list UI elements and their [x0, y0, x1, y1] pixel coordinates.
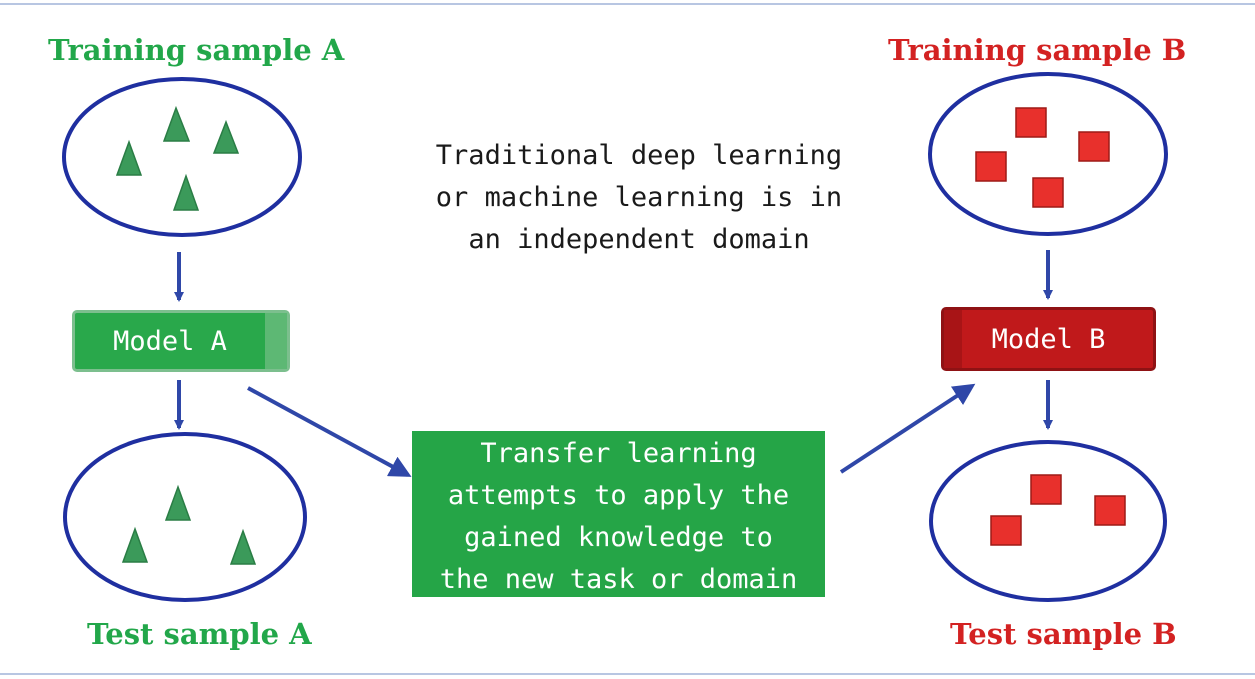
transfer-learning-box: Transfer learning attempts to apply the … [412, 431, 825, 597]
square-icon [975, 151, 1007, 182]
model-b-label: Model B [991, 323, 1106, 355]
triangle-icon [162, 105, 191, 142]
square-icon [1030, 474, 1062, 505]
transfer-line: Transfer learning [480, 438, 757, 469]
test-b-ellipse [929, 440, 1167, 602]
square-icon [1078, 131, 1110, 162]
triangle-icon [172, 173, 200, 211]
model-a-box: Model A [72, 310, 290, 372]
training-b-ellipse [928, 72, 1168, 236]
model-b-box: Model B [941, 307, 1156, 371]
test-sample-a-label: Test sample A [87, 617, 312, 651]
square-icon [1094, 495, 1126, 526]
model-b-edge [944, 310, 962, 368]
arrow-model-a-to-transfer [247, 386, 412, 477]
training-a-ellipse [62, 77, 302, 237]
traditional-learning-description: Traditional deep learning or machine lea… [408, 135, 870, 261]
training-sample-b-label: Training sample B [888, 33, 1187, 67]
transfer-line: gained knowledge to [464, 522, 773, 553]
square-icon [990, 515, 1022, 546]
model-a-edge [265, 313, 287, 369]
test-sample-b-label: Test sample B [950, 617, 1177, 651]
triangle-icon [121, 526, 149, 563]
triangle-icon [229, 528, 257, 565]
top-border [0, 3, 1255, 5]
test-a-ellipse [63, 432, 307, 602]
triangle-icon [212, 119, 240, 154]
description-line: Traditional deep learning [435, 140, 843, 171]
description-line: an independent domain [468, 224, 810, 255]
description-line: or machine learning is in [435, 182, 843, 213]
transfer-line: the new task or domain [439, 564, 798, 595]
triangle-icon [115, 139, 143, 176]
triangle-icon [164, 484, 192, 521]
arrow-transfer-to-model-b [839, 383, 976, 474]
square-icon [1015, 107, 1047, 138]
model-a-label: Model A [113, 325, 227, 357]
training-sample-a-label: Training sample A [48, 33, 345, 67]
bottom-border [0, 673, 1255, 675]
square-icon [1032, 177, 1064, 208]
transfer-line: attempts to apply the [447, 480, 790, 511]
